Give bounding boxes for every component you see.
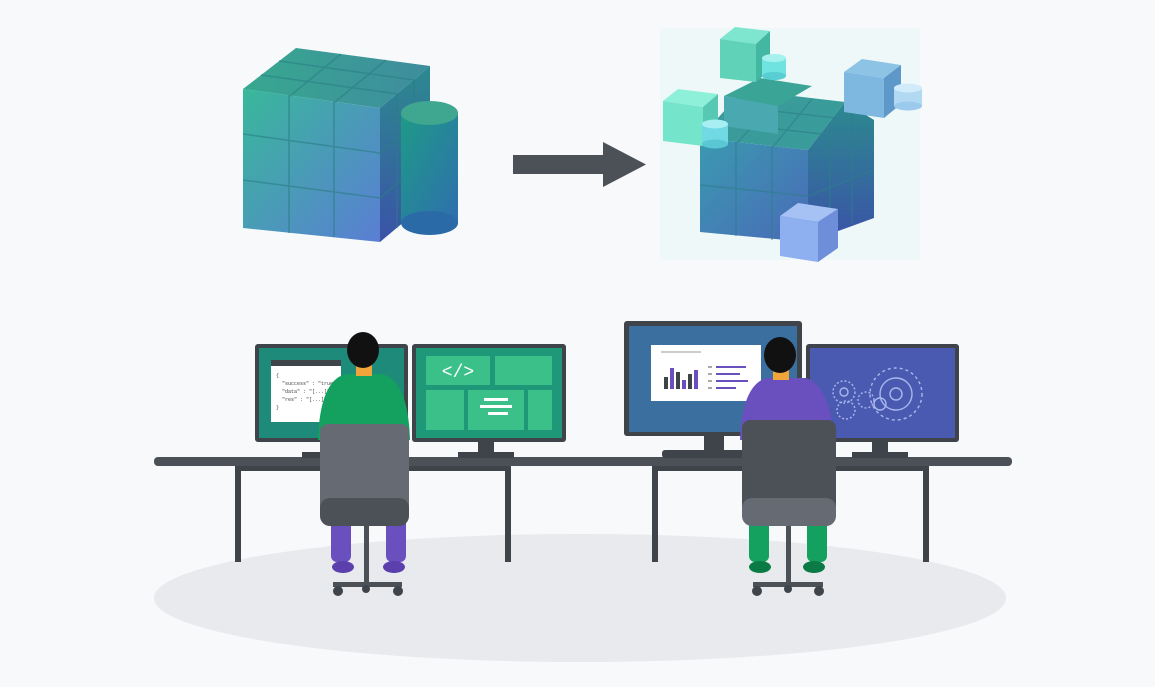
bar-chart-icon (664, 368, 698, 389)
json-line: "success" : "true" (282, 381, 336, 387)
cube-front (243, 89, 380, 242)
json-line: { (276, 373, 279, 379)
chair-right (742, 420, 836, 596)
json-line: } (276, 405, 279, 411)
gears-icon (832, 367, 923, 421)
code-brackets-icon: </> (442, 363, 474, 383)
json-line: "data" : "[...]" (282, 389, 330, 395)
floating-cube (780, 203, 838, 222)
monitor-gears (806, 344, 959, 458)
database-cylinder (401, 113, 458, 223)
floor-shadow (154, 534, 1006, 662)
json-line: "res" : "[...]" (282, 397, 327, 403)
decomposed-cubes-icon (660, 27, 922, 262)
floating-cube (720, 27, 770, 44)
monolithic-cube-database-icon (242, 48, 458, 242)
floating-cube (844, 59, 901, 78)
floating-cube (663, 89, 718, 107)
arrow-right-icon (513, 142, 646, 187)
chair-left (320, 424, 409, 596)
monitor-code: </> (412, 344, 566, 458)
